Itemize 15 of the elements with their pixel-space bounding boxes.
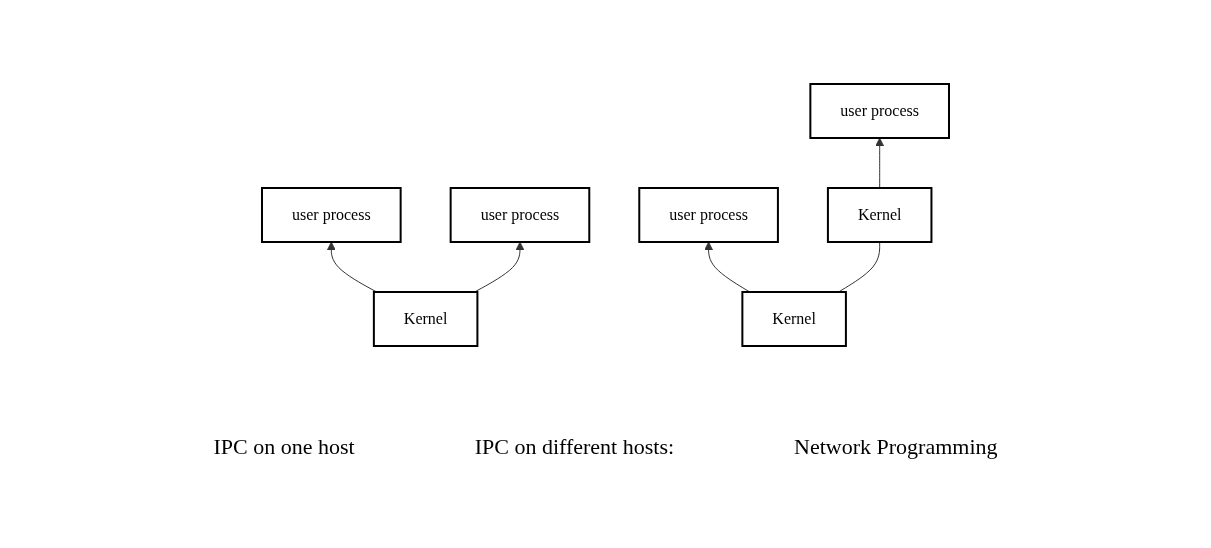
caption-text: IPC on one host (213, 434, 355, 460)
node-box: user process (449, 187, 591, 243)
node-box: user process (261, 187, 402, 243)
connector (838, 241, 881, 293)
node-box: user process (638, 187, 779, 243)
node-box: Kernel (741, 291, 847, 347)
arrow (875, 137, 885, 189)
caption-text: IPC on different hosts: (474, 434, 675, 460)
arrow (474, 241, 525, 293)
caption-text: Network Programming (794, 434, 998, 460)
node-box: user process (809, 83, 950, 139)
arrow (704, 241, 751, 293)
node-box: Kernel (826, 187, 933, 243)
node-box: Kernel (372, 291, 479, 347)
arrow (326, 241, 378, 293)
